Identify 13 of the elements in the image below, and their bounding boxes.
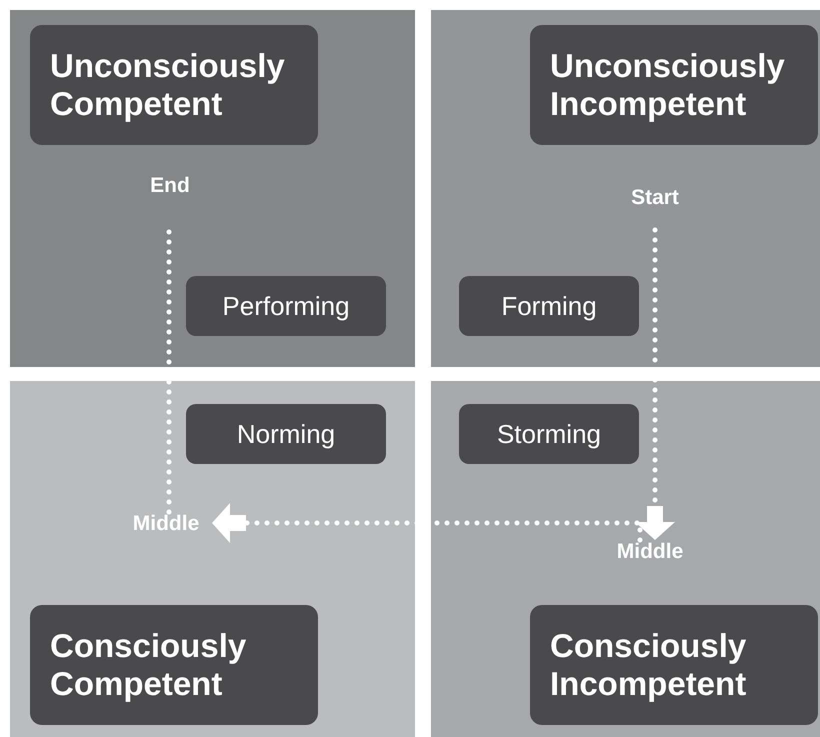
dotted-arrow — [210, 503, 642, 543]
middle-label: Middle — [116, 512, 216, 540]
title-box: Consciously Competent — [30, 605, 318, 725]
stage-box: Storming — [459, 404, 639, 464]
stage-box: Forming — [459, 276, 639, 336]
title-box: Unconsciously Competent — [30, 25, 318, 145]
start-label: Start — [615, 186, 695, 230]
middle-label: Middle — [600, 540, 700, 568]
end-label: End — [130, 174, 210, 228]
stage-box: Performing — [186, 276, 386, 336]
title-box: Consciously Incompetent — [530, 605, 818, 725]
title-box: Unconsciously Incompetent — [530, 25, 818, 145]
stage-box: Norming — [186, 404, 386, 464]
